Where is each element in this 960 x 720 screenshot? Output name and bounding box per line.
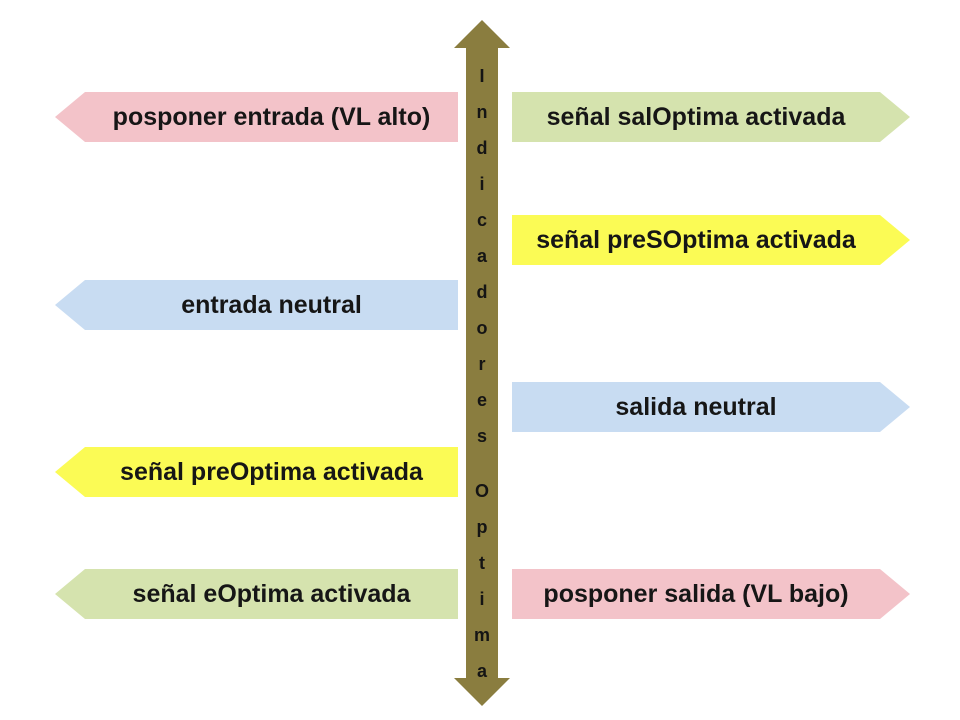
arrow-label: señal preSOptima activada [536,225,856,254]
arrow-senal-saloptima: señal salOptima activada [512,92,910,142]
arrow-label: señal salOptima activada [546,102,846,131]
arrow-salida-neutral: salida neutral [512,382,910,432]
arrow-label: señal eOptima activada [132,579,411,608]
arrow-senal-preoptima: señal preOptima activada [55,447,458,497]
arrow-entrada-neutral: entrada neutral [55,280,458,330]
arrow-label: salida neutral [615,392,777,421]
center-axis-double-arrow: Indicadores Optima [454,20,510,706]
arrow-label: señal preOptima activada [120,457,423,486]
arrow-posponer-salida: posponer salida (VL bajo) [512,569,910,619]
axis-word-indicadores: Indicadores [472,66,492,462]
arrow-senal-presoptima: señal preSOptima activada [512,215,910,265]
arrow-label: posponer salida (VL bajo) [543,579,849,608]
axis-word-optima: Optima [472,481,492,697]
arrow-label: entrada neutral [181,290,362,319]
arrow-label: posponer entrada (VL alto) [112,102,431,131]
arrow-senal-eoptima: señal eOptima activada [55,569,458,619]
arrow-posponer-entrada: posponer entrada (VL alto) [55,92,458,142]
